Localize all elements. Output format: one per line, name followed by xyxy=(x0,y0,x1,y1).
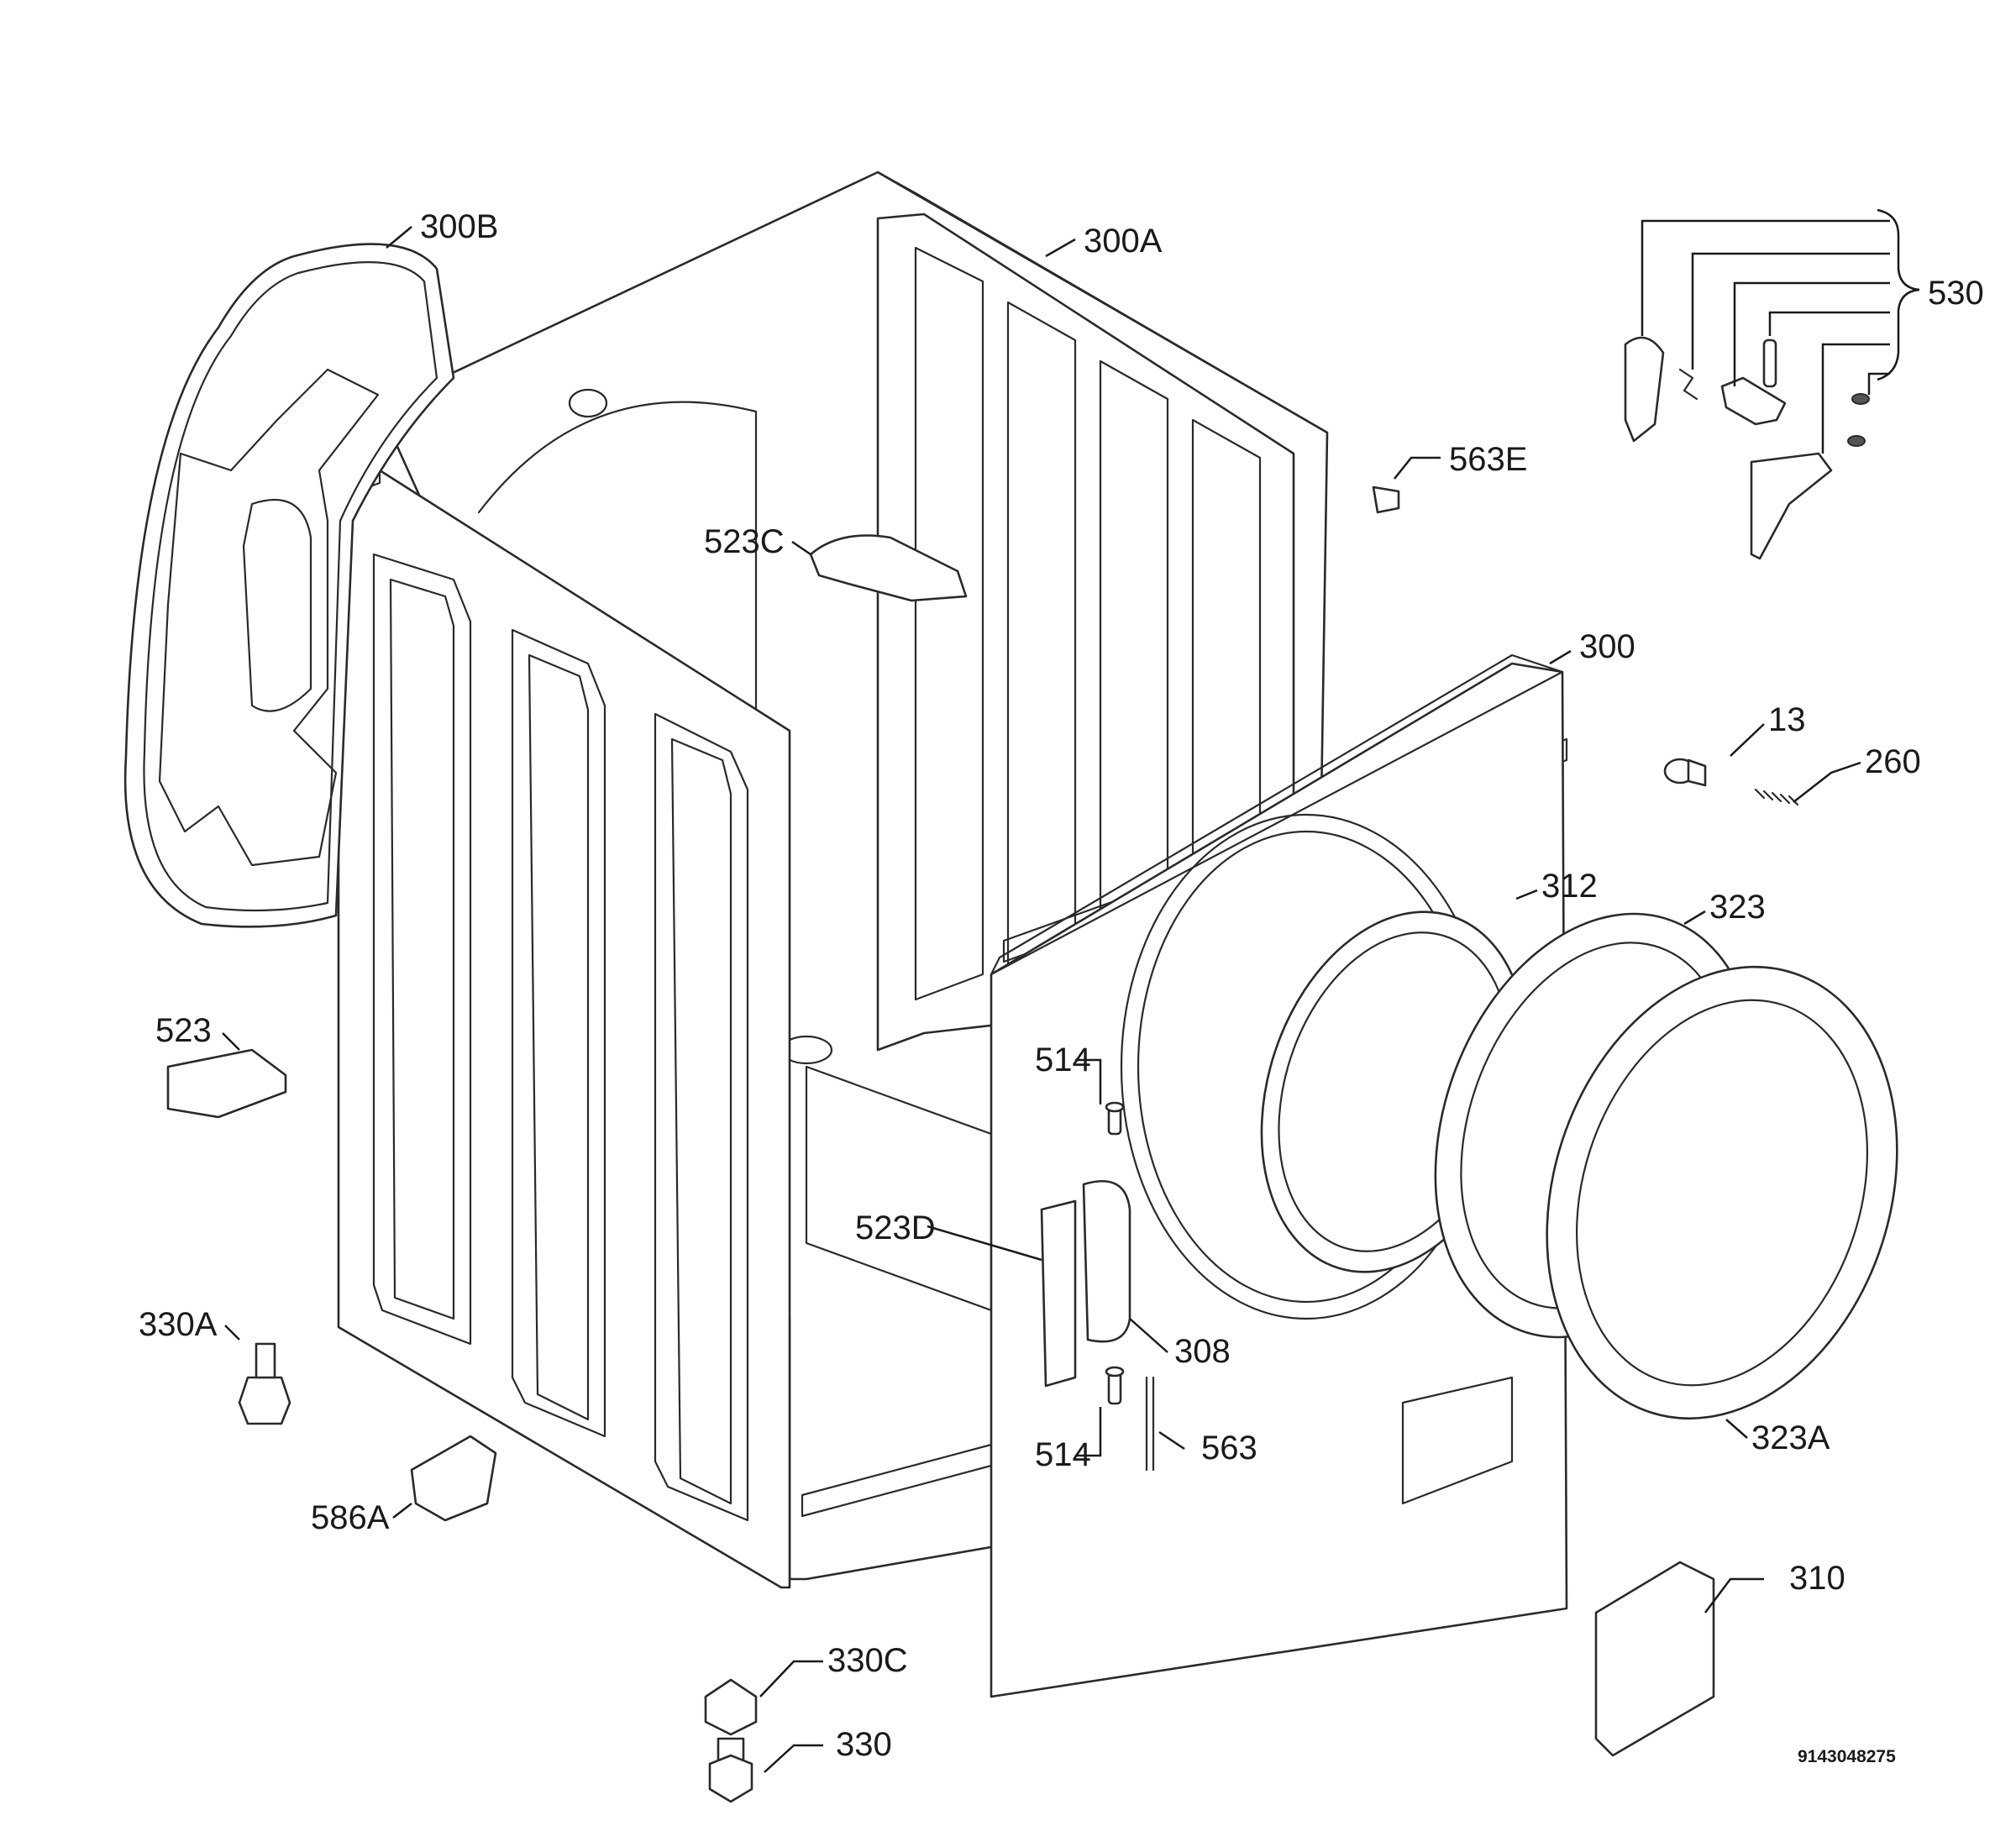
label-13: 13 xyxy=(1768,701,1806,738)
label-330C: 330C xyxy=(827,1642,908,1679)
label-312: 312 xyxy=(1541,868,1598,905)
label-300B: 300B xyxy=(420,208,498,245)
callout-labels: 300B 300A 530 563E 523C 300 13 260 312 3… xyxy=(139,208,1984,1766)
label-330: 330 xyxy=(836,1726,892,1763)
label-330A: 330A xyxy=(139,1306,218,1343)
leader-lines xyxy=(222,219,1890,1773)
label-523: 523 xyxy=(155,1012,212,1049)
label-323: 323 xyxy=(1709,889,1766,926)
label-260: 260 xyxy=(1865,743,1921,780)
hinge-set-530 xyxy=(1624,208,1920,560)
door-components xyxy=(1260,910,1898,1420)
label-563: 563 xyxy=(1201,1430,1257,1467)
label-300: 300 xyxy=(1579,628,1635,665)
small-parts xyxy=(166,485,1799,1803)
label-310: 310 xyxy=(1789,1560,1845,1597)
label-323A: 323A xyxy=(1751,1419,1830,1456)
label-514-bottom: 514 xyxy=(1035,1436,1091,1473)
rear-seal-300B xyxy=(123,243,455,928)
side-panel xyxy=(337,469,791,1589)
label-586A: 586A xyxy=(311,1499,390,1536)
label-514-top: 514 xyxy=(1035,1042,1091,1078)
label-523D: 523D xyxy=(855,1209,936,1246)
label-530: 530 xyxy=(1928,275,1984,312)
label-563E: 563E xyxy=(1449,441,1527,478)
door-hinge-parts xyxy=(1040,1101,1155,1472)
label-300A: 300A xyxy=(1084,223,1163,260)
label-308: 308 xyxy=(1174,1333,1231,1370)
diagram-code: 9143048275 xyxy=(1798,1747,1896,1766)
label-523C: 523C xyxy=(704,523,785,560)
